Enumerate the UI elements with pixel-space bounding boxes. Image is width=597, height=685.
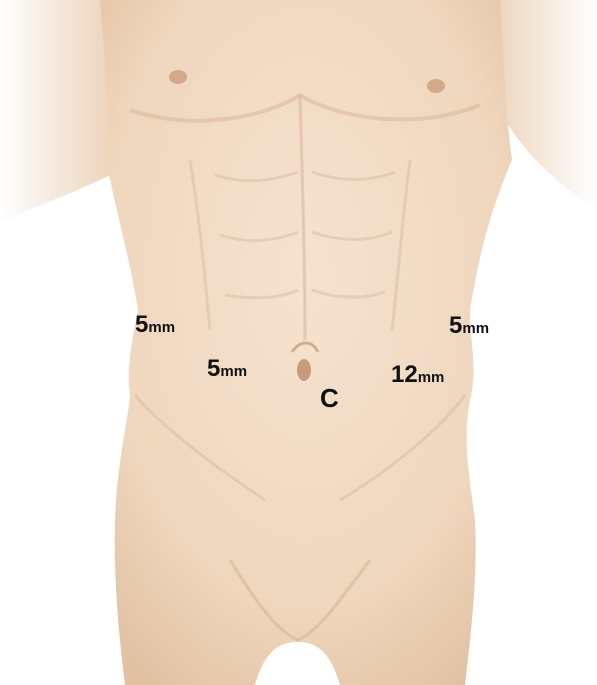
left-hip-line: [133, 394, 266, 502]
abdominal-shading: [188, 159, 412, 331]
port-label-right-flank: 5mm: [135, 313, 175, 337]
navel-fold: [290, 341, 320, 353]
left-arm: [0, 0, 113, 222]
right-nipple: [427, 79, 445, 93]
port-size-value: 12: [391, 361, 418, 388]
port-size-value: 5: [207, 355, 221, 382]
port-label-right-lower: 5mm: [207, 357, 247, 381]
port-label-left-lower: 12mm: [391, 363, 444, 387]
right-arm: [492, 0, 597, 210]
port-size-unit: mm: [417, 369, 445, 386]
port-size-unit: mm: [462, 320, 490, 337]
right-hip-line: [339, 394, 467, 502]
chest-contour: [129, 92, 481, 123]
port-label-left-flank: 5mm: [449, 314, 489, 338]
port-size-value: 5: [135, 311, 149, 338]
left-nipple: [169, 70, 187, 84]
camera-port-label: C: [320, 383, 339, 413]
linea-alba: [298, 94, 307, 341]
port-size-unit: mm: [148, 319, 176, 336]
leg-gap: [255, 645, 340, 685]
port-size-value: 5: [449, 312, 463, 339]
port-size-unit: mm: [220, 363, 248, 380]
navel: [297, 359, 311, 381]
groin-contour: [228, 559, 372, 642]
